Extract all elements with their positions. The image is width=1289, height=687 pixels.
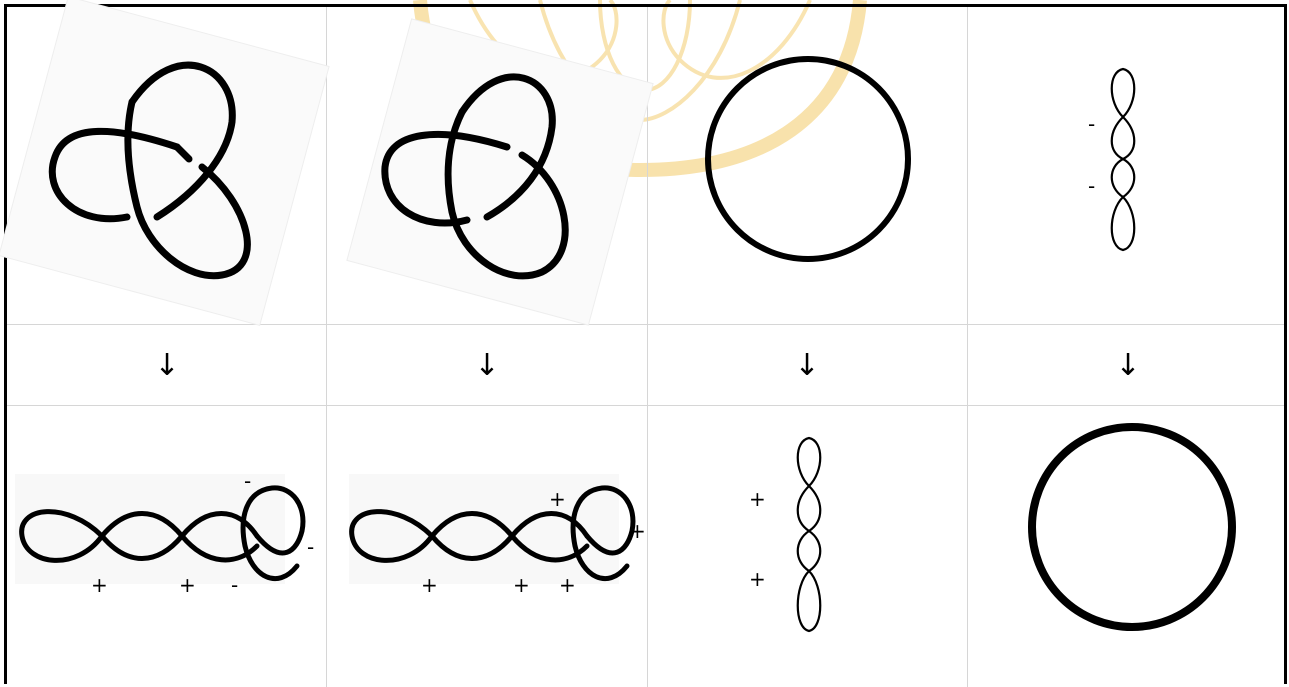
twisted-unknot-cell: + + bbox=[647, 406, 967, 671]
twisted-unknot-diagram: + + bbox=[749, 436, 822, 633]
crossing-sign: - bbox=[307, 535, 314, 559]
trefoil-knot-diagram bbox=[346, 18, 654, 326]
column-divider bbox=[647, 7, 648, 687]
twisted-unknot-diagram: - - bbox=[1088, 67, 1136, 252]
unknot-diagram bbox=[705, 56, 911, 262]
arrow-down: ↓ bbox=[1115, 348, 1141, 383]
long-twist-knot-diagram: - - + + - bbox=[15, 469, 314, 597]
unknot-cell bbox=[968, 406, 1289, 671]
crossing-sign: - bbox=[244, 469, 251, 493]
unknot-diagram bbox=[1028, 423, 1236, 631]
trefoil-knot-diagram bbox=[0, 0, 330, 326]
column-divider bbox=[967, 7, 968, 687]
twisted-unknot-cell: - - bbox=[968, 7, 1289, 324]
unknot-cell bbox=[647, 7, 967, 324]
column-divider bbox=[326, 7, 327, 687]
trefoil-knot-cell bbox=[327, 7, 654, 326]
crossing-sign: + bbox=[91, 573, 108, 597]
crossing-sign: + bbox=[421, 573, 438, 597]
long-twist-knot-cell: - - + + - bbox=[7, 406, 326, 671]
row-divider bbox=[7, 324, 1284, 325]
row-divider bbox=[7, 405, 1284, 406]
crossing-sign: + bbox=[749, 567, 766, 591]
trefoil-knot-cell bbox=[0, 0, 330, 326]
arrow-down: ↓ bbox=[794, 348, 820, 383]
crossing-sign: + bbox=[629, 519, 646, 543]
crossing-sign: + bbox=[179, 573, 196, 597]
arrow-down: ↓ bbox=[474, 348, 500, 383]
long-twist-knot-diagram: + + + + + bbox=[349, 474, 646, 597]
crossing-sign: - bbox=[231, 573, 238, 597]
long-twist-knot-cell: + + + + + bbox=[327, 406, 647, 671]
crossing-sign: + bbox=[749, 487, 766, 511]
crossing-sign: + bbox=[513, 573, 530, 597]
crossing-sign: + bbox=[549, 487, 566, 511]
crossing-sign: - bbox=[1088, 112, 1095, 136]
arrow-down: ↓ bbox=[154, 348, 180, 383]
crossing-sign: - bbox=[1088, 174, 1095, 198]
crossing-sign: + bbox=[559, 573, 576, 597]
